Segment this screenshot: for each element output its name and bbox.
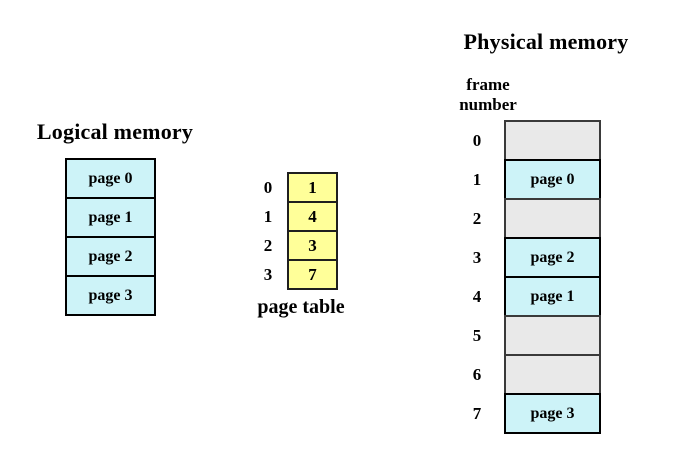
page-table-row: 1 4 — [256, 201, 338, 232]
frame-number: 0 — [472, 130, 482, 150]
frame-cell-page: page 2 — [504, 237, 601, 278]
frame-number-label: frame number — [448, 75, 528, 115]
page-table: 0 1 1 4 2 3 3 7 — [256, 172, 338, 290]
page-table-index: 1 — [263, 206, 273, 226]
page-table-index: 2 — [263, 235, 273, 255]
page-table-row: 2 3 — [256, 230, 338, 261]
frame-row: 3 page 2 — [462, 237, 601, 278]
logical-memory-title: Logical memory — [36, 119, 194, 144]
frame-row: 5 — [462, 315, 601, 356]
frame-cell-empty — [504, 120, 601, 161]
logical-page-cell: page 1 — [65, 197, 156, 238]
frame-cell-empty — [504, 354, 601, 395]
frame-cell-page: page 3 — [504, 393, 601, 434]
logical-page-cell: page 2 — [65, 236, 156, 277]
frame-row: 7 page 3 — [462, 393, 601, 434]
frame-number-label-line2: number — [459, 95, 517, 114]
frame-number: 6 — [472, 364, 482, 384]
page-table-frame-value: 4 — [287, 201, 338, 232]
page-table-row: 0 1 — [256, 172, 338, 203]
frame-number: 1 — [472, 169, 482, 189]
frame-row: 2 — [462, 198, 601, 239]
logical-page-cell: page 3 — [65, 275, 156, 316]
page-table-frame-value: 1 — [287, 172, 338, 203]
frame-cell-page: page 1 — [504, 276, 601, 317]
page-table-frame-value: 3 — [287, 230, 338, 261]
logical-memory-stack: page 0 page 1 page 2 page 3 — [65, 158, 156, 316]
page-table-frame-value: 7 — [287, 259, 338, 290]
physical-memory-title: Physical memory — [463, 29, 629, 54]
page-table-caption: page table — [257, 296, 345, 318]
page-table-row: 3 7 — [256, 259, 338, 290]
page-table-index: 0 — [263, 177, 273, 197]
frame-row: 6 — [462, 354, 601, 395]
frame-number: 3 — [472, 247, 482, 267]
frame-row: 4 page 1 — [462, 276, 601, 317]
frame-number: 2 — [472, 208, 482, 228]
frame-row: 0 — [462, 120, 601, 161]
page-table-index: 3 — [263, 264, 273, 284]
frame-cell-empty — [504, 315, 601, 356]
frame-number: 5 — [472, 325, 482, 345]
logical-page-cell: page 0 — [65, 158, 156, 199]
frame-cell-page: page 0 — [504, 159, 601, 200]
frame-number: 7 — [472, 403, 482, 423]
frame-row: 1 page 0 — [462, 159, 601, 200]
frame-number-label-line1: frame — [466, 75, 510, 94]
physical-memory-stack: 0 1 page 0 2 3 page 2 4 page 1 5 6 7 — [462, 120, 601, 434]
frame-cell-empty — [504, 198, 601, 239]
frame-number: 4 — [472, 286, 482, 306]
